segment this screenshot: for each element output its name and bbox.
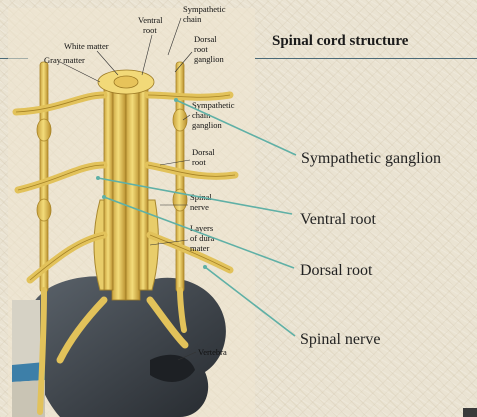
callout-sympathetic-ganglion: Sympathetic ganglion — [301, 150, 441, 168]
callout-ventral-root: Ventral root — [300, 211, 376, 229]
callout-spinal-nerve: Spinal nerve — [300, 331, 380, 349]
label-dorsal-root-2: root — [192, 157, 206, 167]
label-ventral-root-2: root — [143, 25, 157, 35]
label-sympathetic-chain: Sympathetic — [183, 4, 226, 14]
label-white-matter: White matter — [64, 41, 109, 51]
label-ventral-root: Ventral — [138, 15, 163, 25]
label-dura-mater-3: mater — [190, 243, 210, 253]
spinal-cord-shape — [98, 70, 154, 300]
corner-mark — [463, 408, 477, 417]
label-vertebra: Vertebra — [198, 347, 227, 357]
label-dorsal-root-ganglion-2: root — [194, 44, 208, 54]
label-gray-matter: Gray matter — [44, 55, 85, 65]
label-dura-mater: Layers — [190, 223, 213, 233]
label-sympathetic-chain-2: chain — [183, 14, 202, 24]
label-sympathetic-chain-ganglion: Sympathetic — [192, 100, 235, 110]
label-spinal-nerve-2: nerve — [190, 202, 209, 212]
label-dorsal-root-ganglion: Dorsal — [194, 34, 217, 44]
label-dorsal-root-ganglion-3: ganglion — [194, 54, 224, 64]
label-dorsal-root: Dorsal — [192, 147, 215, 157]
callout-dorsal-root: Dorsal root — [300, 262, 372, 280]
label-sympathetic-chain-ganglion-3: ganglion — [192, 120, 222, 130]
